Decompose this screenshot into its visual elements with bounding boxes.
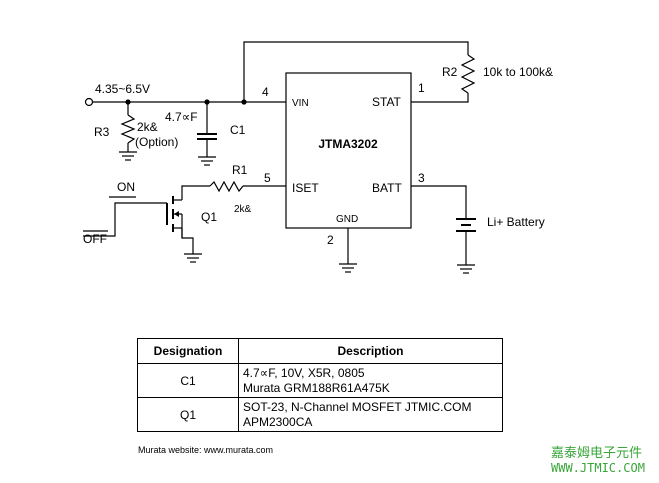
pin-number-2: 2: [327, 233, 334, 247]
pin-number-3: 3: [418, 171, 425, 185]
ic-ground-symbol: [339, 263, 357, 273]
stat-wire: [411, 93, 469, 103]
battery-ground-symbol: [457, 264, 475, 274]
c1-value: 4.7∝F: [165, 110, 198, 124]
r1-value: 2k&: [234, 204, 252, 215]
battery-label: Li+ Battery: [487, 215, 545, 229]
pin-number-1: 1: [418, 81, 425, 95]
r3-note: (Option): [135, 135, 178, 149]
r1-ref: R1: [232, 163, 248, 177]
ic-name: JTMA3202: [318, 137, 378, 151]
c1-ref: C1: [230, 123, 246, 137]
input-voltage-label: 4.35~6.5V: [95, 82, 150, 96]
r1-resistor: [209, 180, 244, 193]
r3-ground-symbol: [119, 151, 137, 161]
r2-ref: R2: [442, 65, 458, 79]
gate-drive-wire: [83, 202, 167, 237]
footnote: Murata website: www.murata.com: [138, 445, 274, 455]
row-q1-line1: SOT-23, N-Channel MOSFET JTMIC.COM: [243, 399, 472, 414]
pin-stat-label: STAT: [372, 95, 402, 109]
pin-batt-label: BATT: [372, 181, 402, 195]
c1-ground-symbol: [198, 156, 216, 166]
table-row: Q1 SOT-23, N-Channel MOSFET JTMIC.COM AP…: [137, 397, 503, 432]
row-c1-line2: Murata GRM188R61A475K: [243, 380, 390, 395]
r3-value: 2k&: [137, 120, 158, 134]
r3-ref: R3: [94, 125, 110, 139]
component-table: Designation Description C1 4.7∝F, 10V, X…: [137, 338, 503, 432]
r3-resistor: [120, 114, 136, 144]
batt-wire: [411, 185, 467, 219]
ic-body: [285, 72, 412, 229]
pin-number-4: 4: [262, 85, 269, 99]
pin-vin-label: VIN: [292, 98, 309, 109]
table-row: C1 4.7∝F, 10V, X5R, 0805 Murata GRM188R6…: [137, 363, 503, 398]
table-header-row: Designation Description: [137, 338, 503, 364]
q1-ground-symbol: [184, 253, 202, 263]
header-description: Description: [238, 338, 503, 364]
watermark-url: WWW.JTMIC.COM: [551, 461, 645, 475]
row-q1-description: SOT-23, N-Channel MOSFET JTMIC.COM APM23…: [238, 397, 503, 432]
pin-number-5: 5: [264, 171, 271, 185]
input-terminal: [84, 97, 94, 107]
row-c1-line1: 4.7∝F, 10V, X5R, 0805: [243, 365, 365, 380]
pin-iset-label: ISET: [292, 181, 319, 195]
circuit-schematic: JTMA3202 VIN STAT ISET BATT GND 4 1 5 3 …: [83, 41, 553, 274]
q1-ref: Q1: [201, 210, 217, 224]
row-q1-line2: APM2300CA: [243, 414, 313, 429]
r2-value: 10k to 100k&: [483, 65, 553, 79]
stat-pullup-wire-top: [243, 41, 469, 102]
r2-resistor: [460, 54, 476, 94]
q1-drain-wire: [181, 185, 210, 191]
switch-off-label: OFF: [83, 232, 107, 246]
row-c1-designation: C1: [137, 363, 239, 398]
row-c1-description: 4.7∝F, 10V, X5R, 0805 Murata GRM188R61A4…: [238, 363, 503, 398]
pin-gnd-label: GND: [336, 214, 358, 225]
header-designation: Designation: [137, 338, 239, 364]
switch-on-label: ON: [117, 180, 135, 194]
watermark-chinese: 嘉泰姆电子元件: [551, 446, 643, 461]
q1-mosfet: [166, 191, 194, 254]
row-q1-designation: Q1: [137, 397, 239, 432]
